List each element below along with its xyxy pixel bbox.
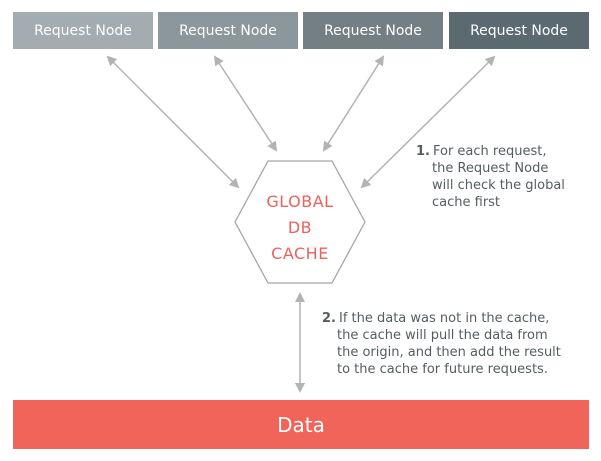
arrow-node-1-cache <box>106 55 240 189</box>
note-line: will check the global <box>432 178 565 193</box>
arrow-node-4-cache <box>360 55 496 189</box>
data-store-label: Data <box>277 412 325 437</box>
note-cache-miss: 2.If the data was not in the cache, the … <box>322 310 597 378</box>
request-node-2: Request Node <box>158 12 298 49</box>
request-node-4: Request Node <box>449 12 589 49</box>
request-node-label: Request Node <box>470 22 568 39</box>
arrow-node-3-cache <box>322 55 385 152</box>
note-number: 2. <box>322 311 336 326</box>
cache-hexagon <box>234 160 366 284</box>
cache-label-line-3: CACHE <box>271 244 329 263</box>
note-line: 1.For each request, <box>416 143 596 160</box>
note-number: 1. <box>416 144 430 159</box>
note-line: the Request Node <box>432 161 549 176</box>
note-line: cache first <box>432 195 501 210</box>
request-node-1: Request Node <box>13 12 153 49</box>
request-node-label: Request Node <box>324 22 422 39</box>
request-node-label: Request Node <box>34 22 132 39</box>
note-line: 2.If the data was not in the cache, <box>322 310 597 327</box>
cache-label-line-2: DB <box>287 218 313 237</box>
note-global-cache-check: 1.For each request, the Request Node wil… <box>416 143 596 211</box>
note-line: the cache will pull the data from <box>337 328 548 343</box>
cache-label-line-1: GLOBAL <box>266 192 334 211</box>
request-node-label: Request Node <box>179 22 277 39</box>
note-text: If the data was not in the cache, <box>338 311 550 326</box>
note-text: For each request, <box>432 144 547 159</box>
request-node-3: Request Node <box>303 12 443 49</box>
data-store-bar: Data <box>13 400 589 449</box>
arrow-node-2-cache <box>213 55 278 152</box>
note-line: to the cache for future requests. <box>337 362 548 377</box>
note-line: the origin, and then add the result <box>337 345 561 360</box>
